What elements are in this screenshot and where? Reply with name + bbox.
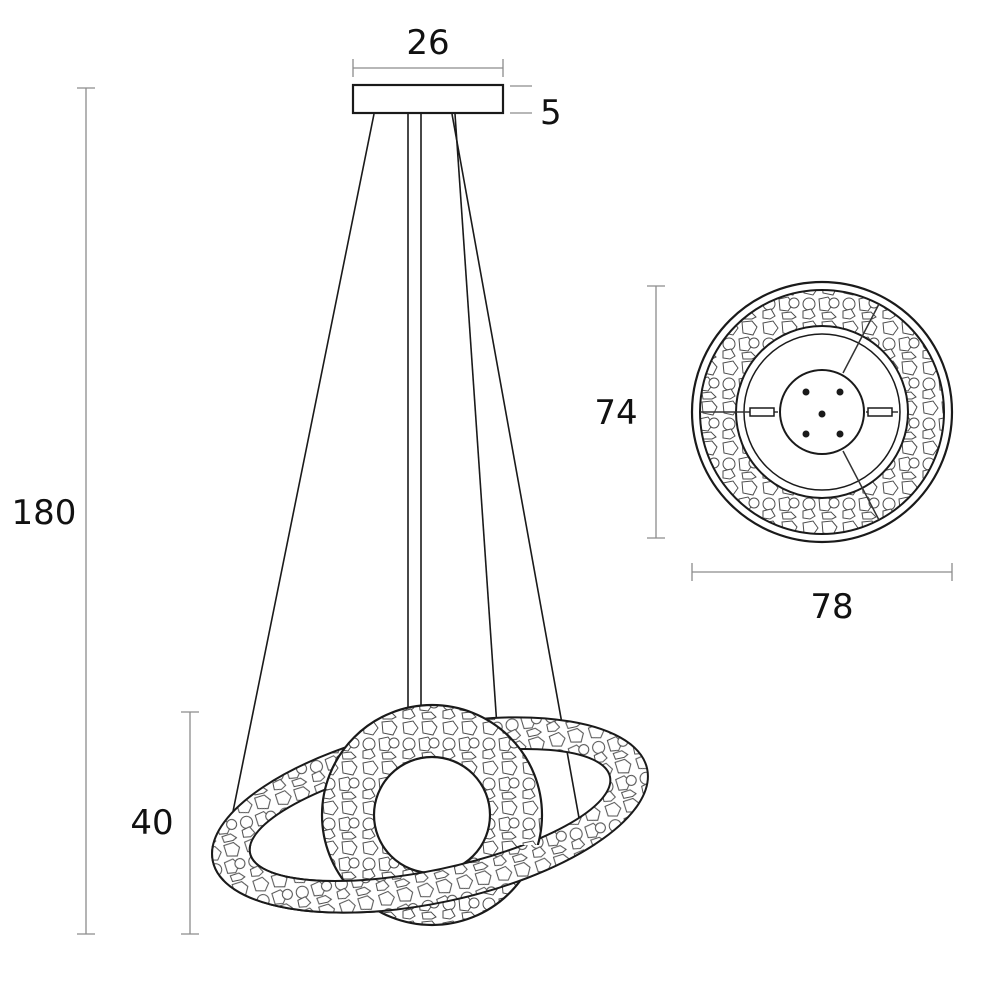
- dim-fixture-height: [181, 711, 199, 935]
- suspension-wire-left: [223, 113, 375, 857]
- spoke-upper-right: [842, 303, 880, 374]
- hub-screw-dots: [802, 388, 844, 438]
- dim-top-outer: [691, 563, 953, 581]
- top-view-outer-rim: [690, 280, 954, 544]
- hub-dot: [802, 430, 810, 438]
- dim-label-canopy-width: 26: [406, 23, 449, 63]
- dim-top-inner: [647, 285, 665, 539]
- dim-label-top-inner: 74: [594, 393, 637, 433]
- suspension-wire-right-inner: [454, 113, 498, 728]
- hub-dot: [836, 388, 844, 396]
- hub-dot: [836, 430, 844, 438]
- mount-tab-left: [749, 407, 775, 417]
- mount-tab-right: [867, 407, 893, 417]
- ceiling-canopy: [351, 83, 505, 115]
- dim-label-fixture-height: 40: [130, 803, 173, 843]
- top-view: 74 78: [594, 280, 954, 627]
- front-ring-inner-disc: [372, 755, 492, 875]
- suspension-wires: [223, 113, 584, 857]
- dim-canopy-height: [510, 85, 532, 114]
- tilted-ring-band-front-portion: [211, 845, 649, 914]
- dim-label-overall-height: 180: [12, 493, 77, 533]
- hub-dot: [802, 388, 810, 396]
- tilted-ring-annulus-front: [211, 845, 649, 914]
- dim-label-canopy-height: 5: [540, 93, 562, 133]
- hub-dot: [818, 410, 826, 418]
- dim-canopy-width: [352, 59, 504, 77]
- front-view: 26 5: [12, 23, 649, 935]
- spoke-lower-right: [842, 450, 880, 521]
- dim-label-top-outer: 78: [810, 587, 853, 627]
- dim-overall-height: [77, 87, 95, 935]
- suspension-wire-right-outer: [451, 113, 584, 841]
